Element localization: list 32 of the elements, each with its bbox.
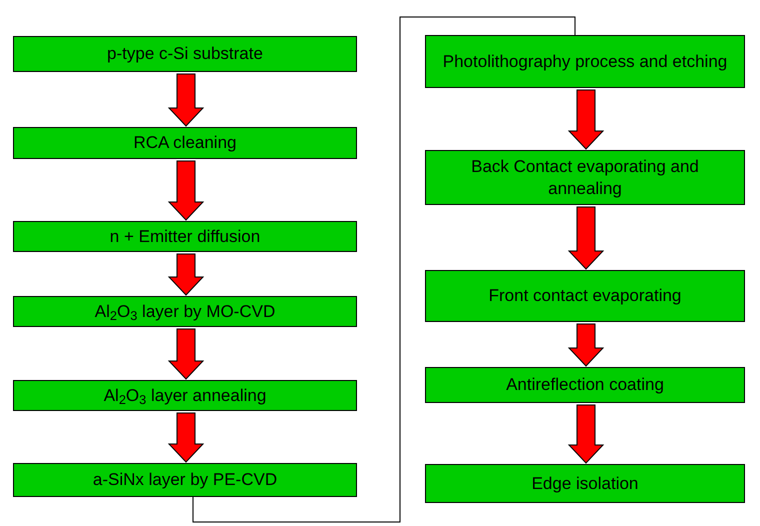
block-arrow: [168, 254, 204, 296]
step-label: Al$_{2}$O$_{3}$ layer by MO-CVD: [94, 300, 276, 322]
process-box: [425, 270, 745, 322]
process-box: [13, 221, 357, 252]
step-label: Photolithography process and etching: [442, 50, 728, 72]
step-label: n + Emitter diffusion: [110, 226, 260, 248]
process-box: [13, 463, 357, 497]
step-label: p-type c-Si substrate: [107, 43, 263, 65]
process-box: [425, 367, 745, 403]
block-arrow: [168, 74, 204, 127]
block-arrow: [568, 206, 604, 270]
step-label: a-SiNx layer by PE-CVD: [92, 469, 278, 491]
step-label: RCA cleaning: [133, 132, 236, 154]
process-box: [13, 127, 357, 159]
block-arrow: [168, 412, 204, 463]
process-box: [13, 36, 357, 72]
step-label: Front contact evaporating: [488, 285, 682, 307]
block-arrow: [568, 90, 604, 150]
block-arrow: [168, 328, 204, 380]
connector-line: [192, 16, 576, 522]
step-label: Al$_{2}$O$_{3}$ layer annealing: [104, 384, 266, 406]
block-arrow: [568, 324, 604, 367]
step-label: Back Contact evaporating and annealing: [470, 156, 700, 200]
process-box: [13, 380, 357, 411]
process-box: [425, 35, 745, 88]
step-label: Antireflection coating: [506, 374, 664, 396]
block-arrow: [168, 160, 204, 221]
process-box: [425, 150, 745, 205]
step-label: Edge isolation: [532, 472, 638, 494]
process-box: [425, 464, 745, 503]
block-arrow: [568, 404, 604, 464]
process-box: [13, 296, 357, 327]
